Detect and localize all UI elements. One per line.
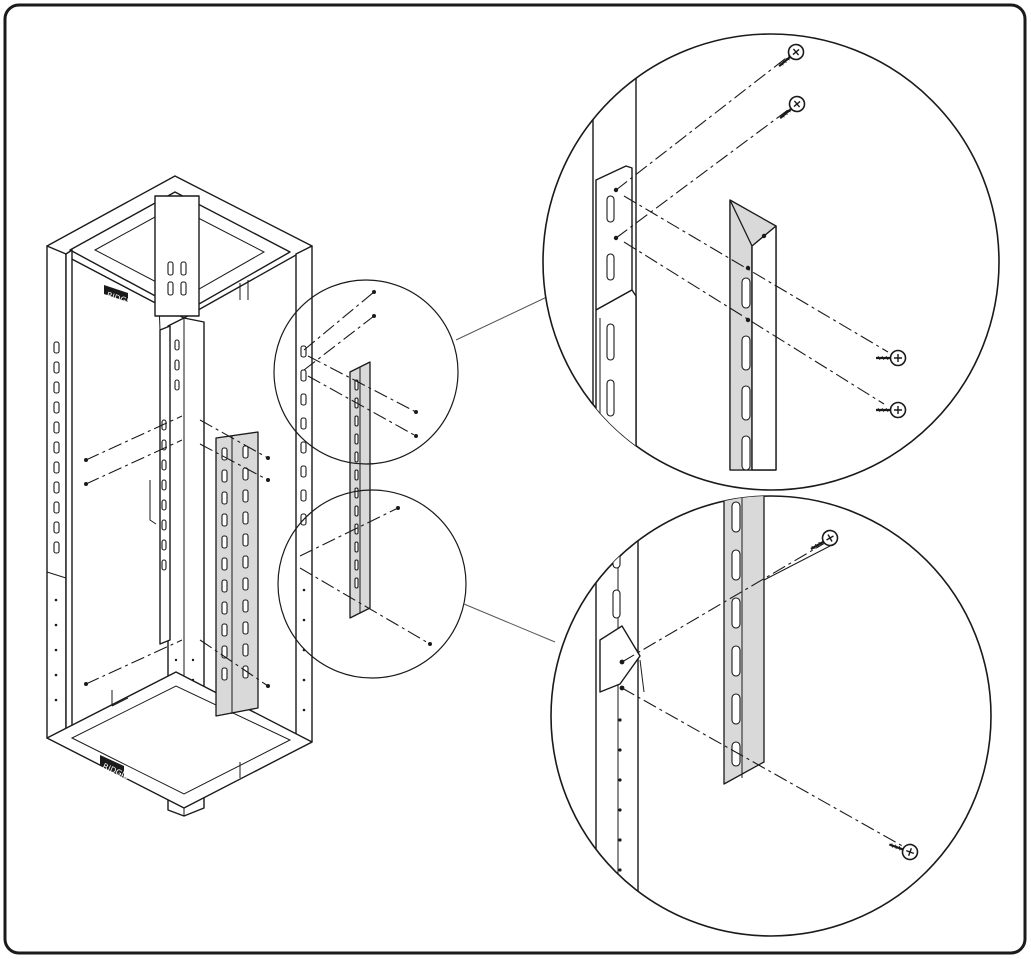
callout-circle-upper <box>273 279 459 465</box>
leader-line-lower <box>463 603 556 643</box>
detail-view-bottom <box>550 495 992 937</box>
rack-frame: RIDGID RIDGID <box>46 175 313 817</box>
left-post-slots <box>46 341 67 702</box>
rack-fastener-lines <box>84 415 270 688</box>
vertical-strut-bracket <box>215 431 259 717</box>
detail-view-top <box>542 33 1000 491</box>
loose-bracket <box>299 290 432 646</box>
leader-line-upper <box>455 295 550 341</box>
callout-circle-lower <box>277 489 467 679</box>
figure-frame <box>3 3 1027 955</box>
